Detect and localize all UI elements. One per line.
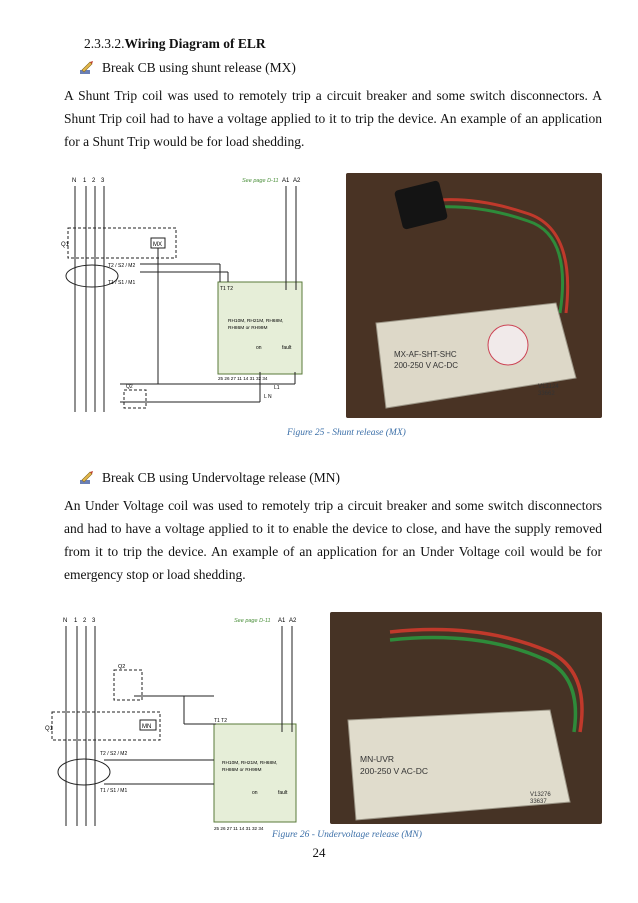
relay-models: RH86M or RH99M — [222, 767, 261, 773]
relay-t-label: T1 T2 — [220, 286, 233, 292]
relay-models: RH10M, RH21M, RH68M, — [222, 760, 277, 766]
phase-label: 3 — [101, 178, 105, 184]
phase-label: 1 — [83, 178, 87, 184]
on-label: on — [256, 345, 262, 351]
see-page-ref: See page D-11 — [242, 178, 279, 184]
t2-label: T2 / S2 / M2 — [100, 751, 127, 757]
device-code: 33637 — [530, 799, 547, 805]
shunt-wiring-diagram: N 1 2 3 See page D-11 A1 A2 Q1 MX T2 / S… — [61, 178, 303, 412]
terminal-labels: 25 26 27 11 14 31 32 34 — [218, 376, 268, 381]
device-label: MN-UVR — [360, 754, 394, 764]
shunt-release-photo: MX-AF-SHT-SHC 200-250 V AC-DC V13124 336… — [346, 173, 602, 418]
phase-label: 2 — [83, 618, 87, 624]
q1-label: Q1 — [45, 726, 54, 732]
coil-label: MN — [142, 724, 151, 730]
undervoltage-release-photo: MN-UVR 200-250 V AC-DC V13276 33637 — [330, 612, 602, 824]
coil-label: MX — [153, 242, 162, 248]
relay-models: RH86M or RH99M — [228, 325, 267, 331]
q2-label: Q2 — [126, 384, 133, 390]
bullet-undervoltage-release: Break CB using Undervoltage release (MN) — [78, 470, 340, 486]
paragraph-shunt-trip: A Shunt Trip coil was used to remotely t… — [64, 88, 602, 149]
phase-label: N — [63, 618, 67, 624]
figure-caption: Figure 26 - Undervoltage release (MN) — [272, 830, 422, 840]
section-heading: 2.3.3.2.Wiring Diagram of ELR — [84, 36, 266, 52]
bullet-text: Break CB using shunt release (MX) — [102, 60, 296, 75]
section-title: Wiring Diagram of ELR — [124, 36, 266, 51]
device-code: 33662 — [538, 391, 555, 397]
phase-label: 2 — [92, 178, 96, 184]
phase-label: 3 — [92, 618, 96, 624]
device-label: MX-AF-SHT-SHC — [394, 350, 457, 359]
q1-label: Q1 — [61, 242, 70, 248]
l-n-label: L N — [264, 394, 272, 400]
device-label: 200-250 V AC-DC — [360, 766, 428, 776]
figure-caption: Figure 25 - Shunt release (MX) — [287, 428, 406, 438]
relay-t-label: T1 T2 — [214, 718, 227, 724]
undervoltage-wiring-diagram: N 1 2 3 See page D-11 A1 A2 Q2 Q1 MN T2 … — [45, 618, 297, 831]
device-label: 200-250 V AC-DC — [394, 361, 458, 370]
a1-label: A1 — [278, 618, 286, 624]
t1-label: T1 / S1 / M1 — [108, 280, 135, 286]
relay-models: RH10M, RH21M, RH68M, — [228, 318, 283, 324]
bullet-text: Break CB using Undervoltage release (MN) — [102, 470, 341, 485]
device-code: V13124 — [538, 384, 559, 390]
on-label: on — [252, 790, 258, 796]
device-code: V13276 — [530, 792, 551, 798]
a1-label: A1 — [282, 178, 290, 184]
fault-label: fault — [282, 345, 292, 351]
a2-label: A2 — [289, 618, 297, 624]
see-page-ref: See page D-11 — [234, 618, 271, 624]
bullet-shunt-release: Break CB using shunt release (MX) — [78, 60, 296, 76]
phase-label: 1 — [74, 618, 78, 624]
a2-label: A2 — [293, 178, 301, 184]
page-number: 24 — [312, 845, 326, 860]
fault-label: fault — [278, 790, 288, 796]
t2-label: T2 / S2 / M2 — [108, 263, 135, 269]
t1-label: T1 / S1 / M1 — [100, 788, 127, 794]
pencil-bullet-icon — [80, 61, 93, 74]
pencil-bullet-icon — [80, 471, 93, 484]
section-number: 2.3.3.2. — [84, 36, 125, 51]
l1-label: L1 — [274, 385, 280, 391]
paragraph-undervoltage: An Under Voltage coil was used to remote… — [64, 498, 602, 582]
q2-label: Q2 — [118, 664, 125, 670]
phase-label: N — [72, 178, 76, 184]
terminal-labels: 25 26 27 11 14 31 32 34 — [214, 826, 264, 831]
